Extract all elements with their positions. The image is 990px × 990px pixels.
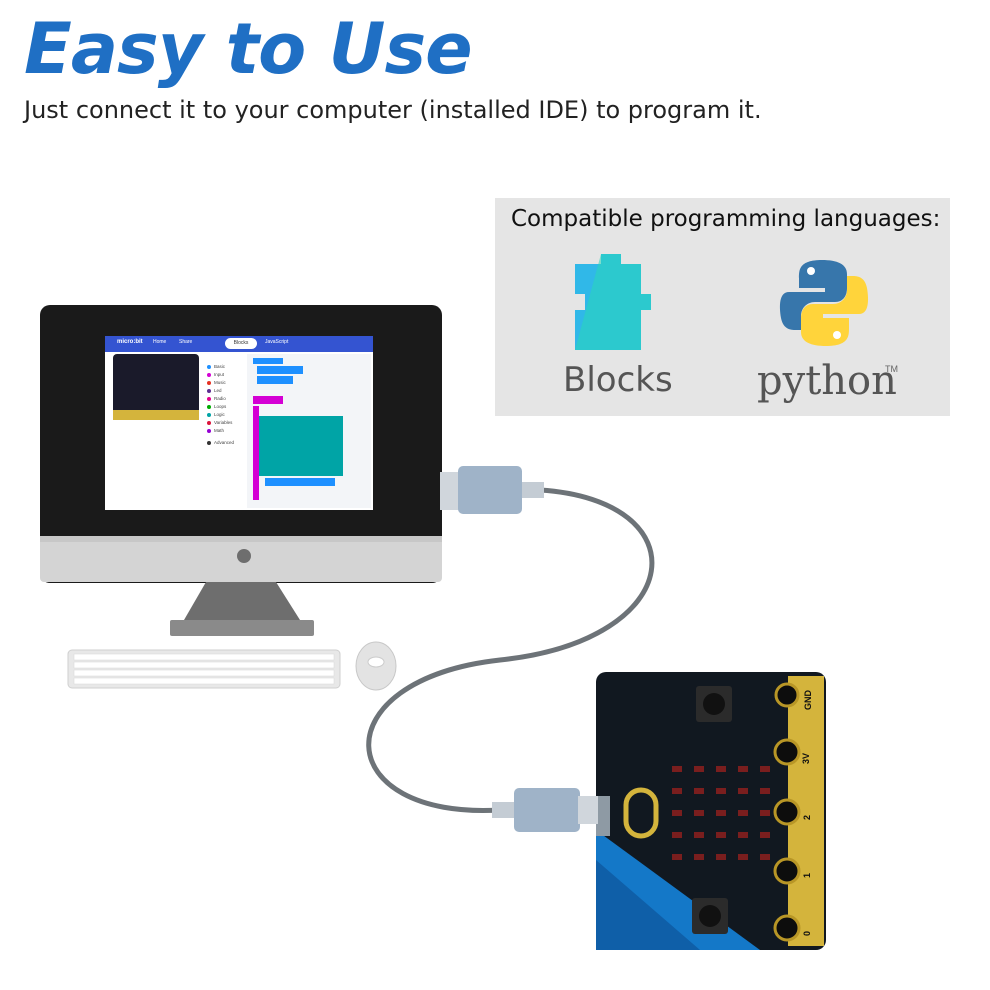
mouse [355,641,397,691]
apple-logo-icon [237,549,251,563]
usb-cable [366,487,655,813]
category-logic: Logic [207,412,225,417]
block-if [259,416,343,476]
python-label: python [757,358,897,404]
page-subtitle: Just connect it to your computer (instal… [24,96,762,124]
category-variables: Variables [207,420,232,425]
category-led: Led [207,388,222,393]
category-input: Input [207,372,224,377]
pin-label-gnd: GND [803,690,813,710]
languages-heading: Compatible programming languages: [511,206,941,232]
block-on-start [253,358,283,364]
languages-panel: Compatible programming languages: Blocks… [495,198,950,416]
tab-home: Home [153,339,167,345]
pin-label-0: 0 [802,930,812,936]
category-music: Music [207,380,226,385]
trademark-mark: TM [885,364,898,374]
pin-label-2: 2 [802,814,812,820]
usb-plug-computer [440,466,544,514]
monitor-stand [184,582,300,620]
makecode-editor-screen: micro:bit Home Share Blocks JavaScript B… [105,336,373,510]
page-title: Easy to Use [24,8,473,90]
tab-share: Share [179,339,193,345]
tab-javascript: JavaScript [265,339,289,345]
block-clear-screen [253,406,259,500]
keyboard [67,649,341,689]
pin-label-1: 1 [802,872,812,878]
pin-label-3v: 3V [801,752,811,764]
blocks-label: Blocks [563,360,673,400]
block-show-number [257,376,293,384]
block-on-shake [253,396,283,404]
block-show-string [257,366,303,374]
workspace [247,354,371,508]
blocks-puzzle-icon [575,254,651,350]
microbit-board [596,672,826,950]
simulator [113,354,199,420]
category-basic: Basic [207,364,225,369]
block-else-show-string [265,478,335,486]
button-b [692,898,728,934]
tab-blocks: Blocks [225,338,257,349]
python-logo-icon [779,260,869,346]
category-math: Math [207,428,224,433]
editor-header: micro:bit Home Share Blocks JavaScript [105,336,373,352]
button-a [696,686,732,722]
category-radio: Radio [207,396,226,401]
category-loops: Loops [207,404,226,409]
usb-plug-board [492,788,598,832]
microbit-logo: micro:bit [117,339,143,345]
category-advanced: Advanced [207,440,234,445]
